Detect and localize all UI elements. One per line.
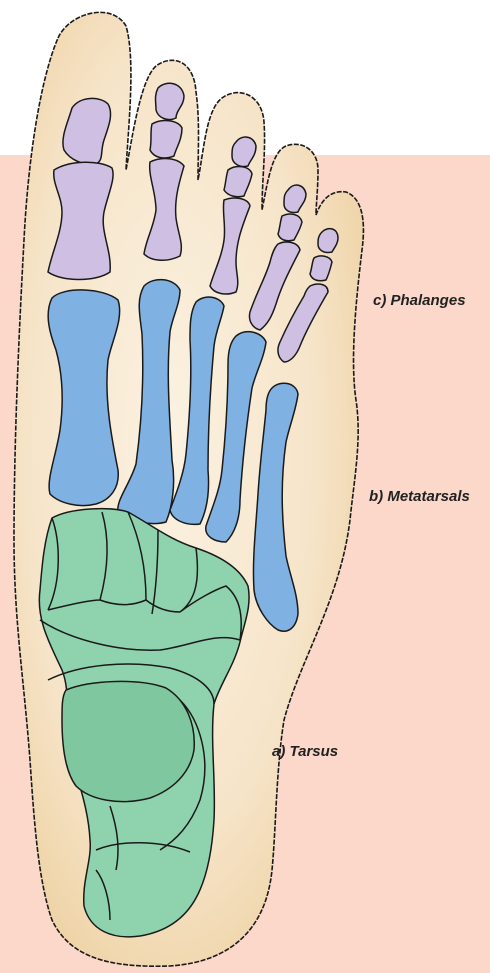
talus [62, 681, 194, 801]
metatarsals-label: b) Metatarsals [369, 488, 470, 505]
phalanges-label: c) Phalanges [373, 292, 466, 309]
tarsus-label: a) Tarsus [272, 743, 338, 760]
